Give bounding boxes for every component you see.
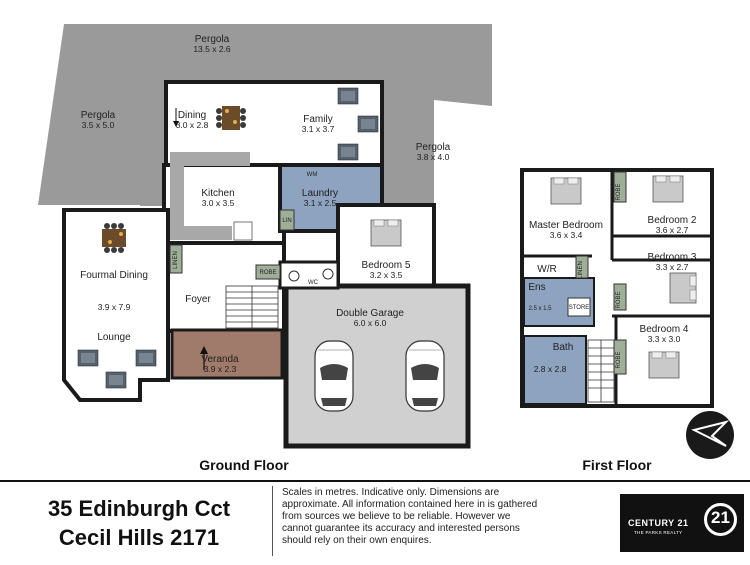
bedroom5-name: Bedroom 5: [362, 260, 411, 271]
master-name: Master Bedroom: [529, 220, 603, 231]
basin-icon: [322, 268, 334, 280]
kitchen-dims: 3.0 x 3.5: [202, 198, 235, 208]
floor-plan: Pergola 13.5 x 2.6 Pergola 3.5 x 5.0 Per…: [38, 24, 734, 473]
linen-label: LINEN: [173, 251, 179, 269]
veranda-name: Veranda: [201, 354, 239, 365]
linen-label-ff: LINEN: [578, 261, 584, 279]
bed-icon: [370, 219, 402, 247]
foyer-name: Foyer: [185, 294, 211, 305]
family-dims: 3.1 x 3.7: [302, 124, 335, 134]
lounge-name: Lounge: [97, 332, 131, 343]
ens-name: Ens: [528, 282, 545, 293]
robe-label-2: ROBE: [616, 291, 622, 308]
bed2-dims: 3.6 x 2.7: [656, 225, 689, 235]
bed2-name: Bedroom 2: [648, 215, 697, 226]
formal-dining-name: Fourmal Dining: [80, 270, 148, 281]
bed-icon: [648, 351, 680, 379]
robe-label-1: ROBE: [616, 183, 622, 200]
first-floor-title: First Floor: [582, 457, 652, 473]
wr-name: W/R: [537, 264, 556, 275]
lin-label: LIN: [282, 218, 291, 224]
pergola-right-dims: 3.8 x 4.0: [417, 152, 450, 162]
sofa-icon: [77, 349, 99, 367]
sofa-icon: [337, 143, 359, 161]
disclaimer: Scales in metres. Indicative only. Dimen…: [282, 487, 538, 546]
wc-label: WC: [308, 280, 319, 286]
logo-mark: 21: [711, 508, 730, 527]
footer: 35 Edinburgh Cct Cecil Hills 2171 Scales…: [0, 480, 750, 565]
bed-icon: [669, 272, 697, 304]
pergola-top-name: Pergola: [195, 34, 230, 45]
laundry-dims: 3.1 x 2.5: [304, 198, 337, 208]
kitchen-name: Kitchen: [201, 188, 234, 199]
laundry-name: Laundry: [302, 188, 338, 199]
robe-label-3: ROBE: [616, 351, 622, 368]
pergola-left-name: Pergola: [81, 110, 116, 121]
toilet-icon: [288, 270, 300, 282]
ground-floor-title: Ground Floor: [199, 457, 289, 473]
first-floor-walls: [520, 168, 714, 408]
veranda-dims: 3.9 x 2.3: [204, 364, 237, 374]
wm-label: WM: [307, 172, 318, 178]
logo-sub: THE PARKS REALTY: [634, 530, 683, 535]
sofa-icon: [105, 371, 127, 389]
century21-logo: CENTURY 21 THE PARKS REALTY 21: [620, 494, 744, 552]
bed3-dims: 3.3 x 2.7: [656, 262, 689, 272]
bath-name: Bath: [553, 342, 574, 353]
bed4-dims: 3.3 x 3.0: [648, 334, 681, 344]
master-dims: 3.6 x 3.4: [550, 230, 583, 240]
dining-table-icon: [216, 106, 246, 130]
bed-icon: [652, 175, 684, 203]
sofa-icon: [337, 87, 359, 105]
family-name: Family: [303, 114, 332, 125]
formal-dining-dims: 3.9 x 7.9: [98, 302, 131, 312]
compass-icon: [686, 411, 734, 459]
address: 35 Edinburgh Cct Cecil Hills 2171: [14, 494, 264, 552]
sofa-icon: [357, 115, 379, 133]
bath-dims: 2.8 x 2.8: [534, 364, 567, 374]
car-icon: [314, 340, 354, 412]
address-line2: Cecil Hills 2171: [58, 525, 220, 550]
robe-label: ROBE: [259, 270, 276, 276]
car-icon: [405, 340, 445, 412]
pergola-right-name: Pergola: [416, 142, 451, 153]
dining-name: Dining: [178, 110, 206, 121]
logo-brand: CENTURY 21: [628, 518, 689, 528]
bedroom5-dims: 3.2 x 3.5: [370, 270, 403, 280]
address-line1: 35 Edinburgh Cct: [47, 496, 231, 521]
garage-dims: 6.0 x 6.0: [354, 318, 387, 328]
footer-divider: [272, 486, 273, 556]
dining-dims: 3.0 x 2.8: [176, 120, 209, 130]
pergola-left-dims: 3.5 x 5.0: [82, 120, 115, 130]
dining-table-icon: [102, 223, 126, 253]
bed-icon: [550, 177, 582, 205]
pergola-top-dims: 13.5 x 2.6: [193, 44, 231, 54]
garage-name: Double Garage: [336, 308, 404, 319]
logo-ring-icon: [704, 503, 737, 536]
ens-dims: 2.5 x 1.5: [528, 306, 552, 312]
sofa-icon: [135, 349, 157, 367]
store-label: STORE: [569, 305, 590, 311]
bed4-name: Bedroom 4: [640, 324, 689, 335]
bed3-name: Bedroom 3: [648, 252, 697, 263]
